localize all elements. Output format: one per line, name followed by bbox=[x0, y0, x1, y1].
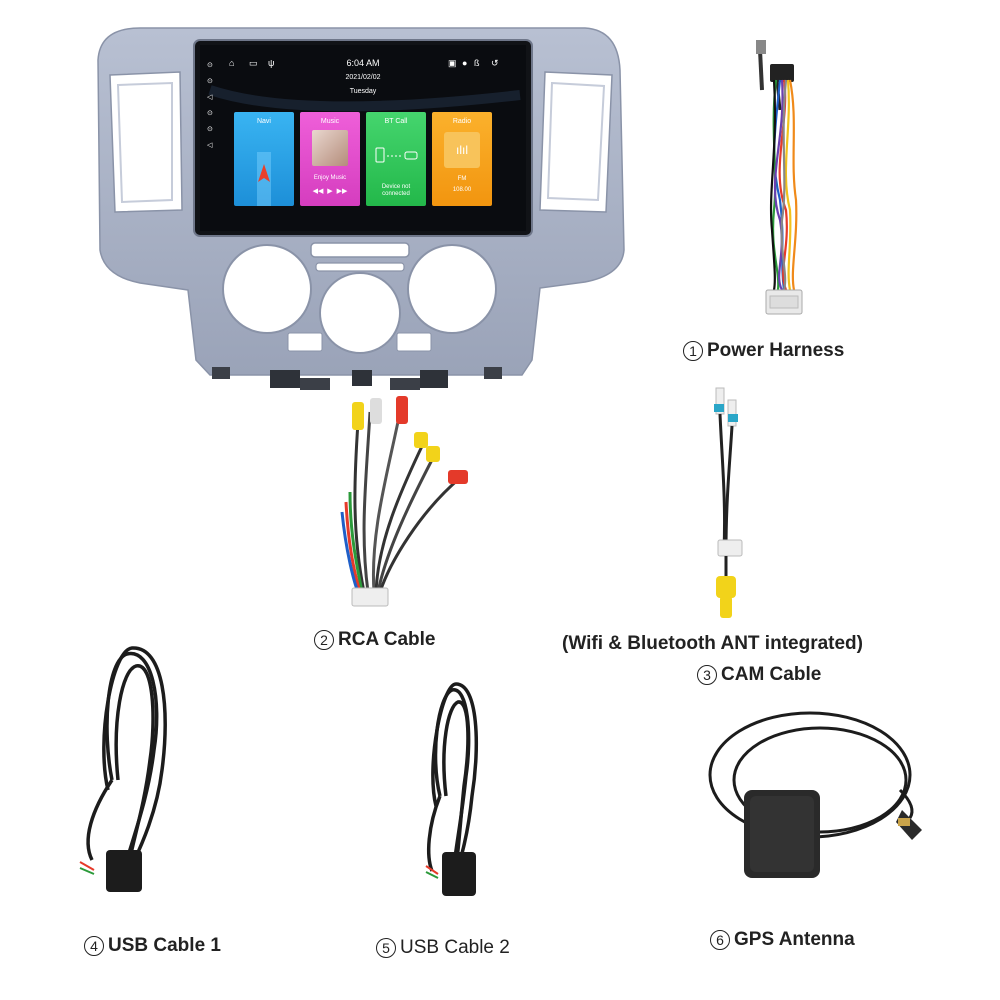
tile-radio[interactable]: Radio ılıl FM 108.00 bbox=[432, 112, 492, 206]
number-badge: 2 bbox=[314, 630, 334, 650]
clock-date: 2021/02/02 bbox=[345, 74, 381, 81]
album-art bbox=[312, 130, 348, 166]
head-unit: ⌂ ▭ ψ ▣ ● ß ↺ ⊙⊙◁⊙⊙◁ 6:04 AM 2021/02/02 … bbox=[0, 0, 1000, 400]
tile-music-label: Music bbox=[320, 118, 340, 125]
label-power-harness: 1 Power Harness bbox=[683, 340, 844, 362]
rca-cable-image bbox=[340, 396, 468, 607]
number-badge: 4 bbox=[84, 936, 104, 956]
home-icon[interactable]: ⌂ bbox=[229, 58, 235, 68]
number-badge: 6 bbox=[710, 930, 730, 950]
phone-car-icon bbox=[375, 147, 418, 163]
label-text: GPS Antenna bbox=[734, 929, 855, 950]
cam-cable-image bbox=[714, 387, 743, 618]
usb-icon: ψ bbox=[268, 58, 275, 68]
number-badge: 3 bbox=[697, 665, 717, 685]
label-text: USB Cable 1 bbox=[108, 935, 221, 956]
tile-navi-label: Navi bbox=[256, 118, 271, 125]
dash-frame bbox=[97, 27, 625, 390]
tile-btcall-label: BT Call bbox=[384, 118, 408, 125]
number-badge: 5 bbox=[376, 938, 396, 958]
label-cam-cable: 3 CAM Cable bbox=[697, 664, 821, 686]
tile-btcall-sub: Device not connected bbox=[381, 184, 411, 197]
music-controls[interactable]: ◀◀ ▶ ▶▶ bbox=[312, 188, 348, 195]
cast-icon: ▣ bbox=[448, 58, 457, 68]
back-icon[interactable]: ↺ bbox=[491, 58, 499, 68]
power-harness-image bbox=[756, 40, 803, 315]
label-wifi-note: (Wifi & Bluetooth ANT integrated) bbox=[562, 633, 863, 655]
number-badge: 1 bbox=[683, 341, 703, 361]
clock-time: 6:04 AM bbox=[346, 58, 380, 68]
tile-navi[interactable]: Navi bbox=[234, 112, 294, 206]
label-text: Power Harness bbox=[707, 340, 845, 361]
label-text: RCA Cable bbox=[338, 629, 436, 650]
navigation-arrow-icon bbox=[257, 152, 271, 206]
tile-radio-label: Radio bbox=[452, 118, 472, 125]
radio-wave-icon: ılıl bbox=[444, 132, 480, 168]
label-gps-antenna: 6 GPS Antenna bbox=[710, 929, 855, 951]
clock-weekday: Tuesday bbox=[349, 88, 377, 95]
side-nav-icons[interactable]: ⊙⊙◁⊙⊙◁ bbox=[207, 62, 213, 149]
label-usb-cable-2: 5 USB Cable 2 bbox=[376, 937, 510, 959]
tile-btcall[interactable]: BT Call Device not connected bbox=[366, 112, 426, 206]
usb-cable-1-image bbox=[79, 646, 167, 892]
location-icon: ● bbox=[462, 58, 468, 68]
label-text: CAM Cable bbox=[721, 664, 822, 685]
tile-radio-freq: 108.00 bbox=[452, 187, 472, 193]
window-icon[interactable]: ▭ bbox=[249, 58, 258, 68]
tile-music[interactable]: Music Enjoy Music ◀◀ ▶ ▶▶ bbox=[300, 112, 360, 206]
bluetooth-icon: ß bbox=[474, 58, 480, 68]
usb-cable-2-image bbox=[425, 682, 479, 896]
tile-radio-band: FM bbox=[457, 176, 467, 182]
label-text: USB Cable 2 bbox=[400, 937, 510, 958]
label-rca-cable: 2 RCA Cable bbox=[314, 629, 435, 651]
label-usb-cable-1: 4 USB Cable 1 bbox=[84, 935, 221, 957]
gps-antenna-image bbox=[708, 711, 922, 878]
tile-music-sub: Enjoy Music bbox=[313, 175, 347, 181]
label-text: (Wifi & Bluetooth ANT integrated) bbox=[562, 633, 863, 654]
